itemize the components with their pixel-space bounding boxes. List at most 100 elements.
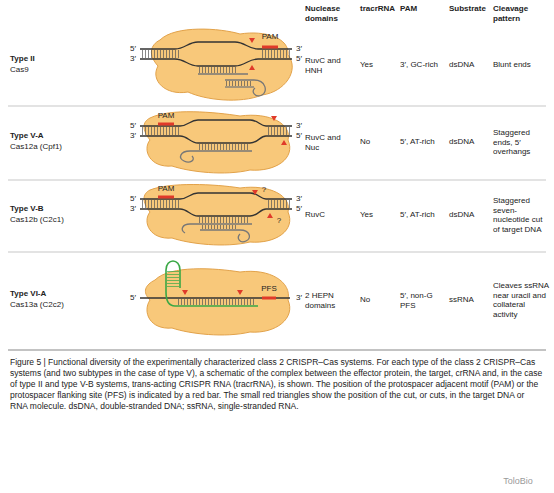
site-label: PFS (261, 284, 277, 294)
strand-end: 5′ (130, 121, 136, 131)
cas12a-complex-part (281, 140, 287, 145)
table-cell: 5′, AT-rich (400, 137, 446, 147)
table-cell: ssRNA (449, 295, 491, 305)
table-cell: Yes (360, 60, 396, 70)
cas12a-complex-part (140, 127, 180, 135)
cas13a-complex-part (262, 297, 276, 300)
cas12b-complex-part (252, 190, 258, 195)
cas12a-complex-part (158, 123, 174, 126)
cas12b-complex-part (267, 213, 273, 218)
cas12a-complex-part (140, 120, 292, 126)
table-cell: RuvC and HNH (305, 56, 357, 75)
cas13a-complex-part (182, 290, 188, 295)
cas12a-complex-part (198, 144, 250, 150)
cas12a-complex-part (144, 112, 290, 173)
row-separators (8, 106, 546, 350)
cas13a-complex-part (166, 261, 258, 306)
cas12a-complex-part (271, 116, 277, 121)
cas9-complex-part (225, 81, 253, 86)
cas13a-complex-part (237, 290, 243, 295)
row-separators-part (8, 252, 546, 253)
table-cell: Blunt ends (493, 60, 549, 70)
column-header: Substrate (449, 4, 491, 14)
cas9-complex (140, 29, 292, 100)
table-cell: RuvC (305, 210, 357, 220)
type-name: Type V-B (10, 204, 120, 214)
cas13a-complex-part (178, 299, 254, 305)
cas9-complex-part (249, 38, 255, 43)
cas9-complex-part (140, 50, 180, 58)
cas9-complex-part (260, 50, 292, 58)
row-separators-part (8, 106, 546, 107)
strand-end: 3′ (296, 194, 302, 204)
cas12a-complex-part (140, 136, 292, 143)
strand-end: 3′ (130, 204, 136, 214)
table-cell: 2 HEPN domains (305, 291, 357, 310)
table-cell: No (360, 137, 396, 147)
strand-end: 5′ (296, 204, 302, 214)
protein-name: Cas13a (C2c2) (10, 300, 120, 310)
watermark: ToloBio (503, 477, 533, 487)
protein-name: Cas12a (Cpf1) (10, 142, 120, 152)
cas12b-complex-part (200, 225, 236, 229)
site-label: PAM (262, 32, 279, 42)
strand-end: 3′ (296, 121, 302, 131)
strand-end: 5′ (130, 44, 136, 54)
table-cell: Staggered seven-nucleotide cut of target… (493, 196, 549, 234)
cas12b-complex (140, 185, 292, 245)
cas12a-complex (140, 112, 292, 173)
table-cell: RuvC and Nuc (305, 133, 357, 152)
cas12b-complex-part (140, 200, 180, 208)
table-cell: Yes (360, 210, 396, 220)
column-header: tracrRNA (360, 4, 396, 14)
row-separators-part (8, 180, 546, 181)
table-cell: 5′, AT-rich (400, 210, 446, 220)
strand-end: 5′ (130, 194, 136, 204)
strand-end: 3′ (130, 131, 136, 141)
type-name: Type VI-A (10, 289, 120, 299)
type-name: Type II (10, 54, 120, 64)
cas13a-complex-part (167, 270, 179, 288)
cas9-complex-part (140, 59, 292, 66)
figure-caption: Figure 5 | Functional diversity of the e… (10, 357, 544, 412)
strand-end: 3′ (130, 54, 136, 64)
table-cell: dsDNA (449, 137, 491, 147)
type-name: Type V-A (10, 131, 120, 141)
cas9-complex-part (198, 67, 236, 73)
cas12b-complex-part (140, 193, 292, 199)
strand-end: 5′ (296, 131, 302, 141)
cas9-complex-part (262, 46, 278, 49)
protein-name: Cas9 (10, 65, 120, 75)
strand-end: 5′ (130, 293, 136, 303)
strand-end: 3′ (296, 293, 302, 303)
site-label: PAM (158, 184, 175, 194)
protein-name: Cas12b (C2c1) (10, 215, 120, 225)
column-header: Cleavage pattern (493, 4, 549, 23)
table-cell: Staggered ends, 5′ overhangs (493, 128, 549, 157)
uncertain-cut: ? (277, 216, 281, 226)
cas9-complex-part (225, 86, 254, 87)
strand-end: 3′ (296, 44, 302, 54)
cas13a-complex (140, 261, 290, 335)
cas9-complex-part (198, 73, 248, 74)
table-cell: 3′, GC-rich (400, 60, 446, 70)
cas12a-complex-part (181, 151, 252, 162)
column-header: Nuclease domains (305, 4, 357, 23)
table-cell: No (360, 295, 396, 305)
cas9-complex-part (225, 80, 265, 96)
cas12b-complex-part (198, 217, 250, 223)
cas9-complex-part (151, 29, 292, 100)
row-separators-part (8, 350, 546, 351)
cas13a-complex-part (140, 297, 290, 298)
cas12b-complex-part (158, 196, 174, 199)
table-cell: Cleaves ssRNA near uracil and collateral… (493, 281, 549, 319)
cas12b-complex-part (182, 224, 252, 233)
cas12b-complex-part (266, 200, 292, 208)
strand-end: 5′ (296, 54, 302, 64)
table-cell: dsDNA (449, 210, 491, 220)
table-cell: dsDNA (449, 60, 491, 70)
uncertain-cut: ? (262, 185, 266, 195)
